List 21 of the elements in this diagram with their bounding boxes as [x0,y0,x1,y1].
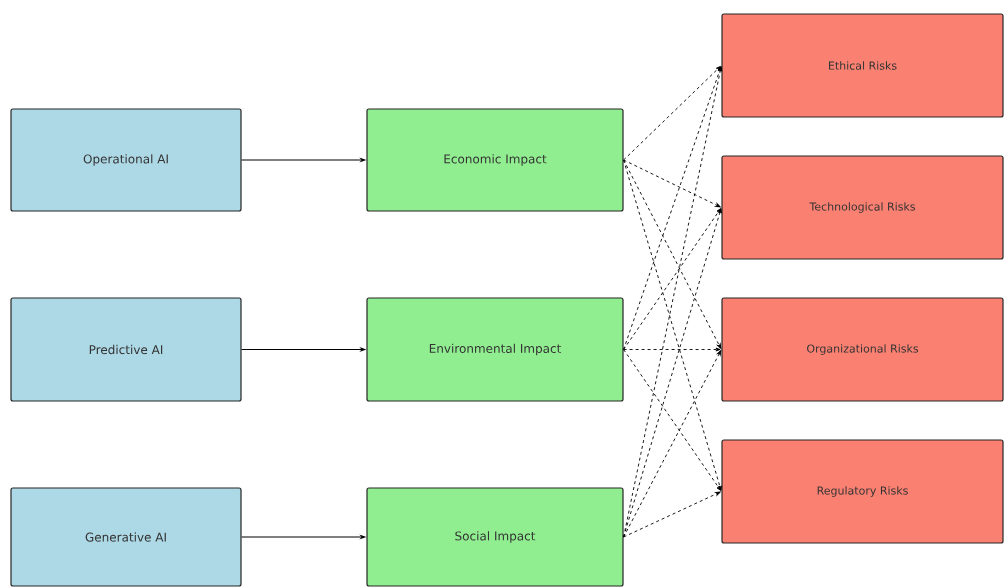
arrow [623,347,721,352]
risk-box: Technological Risks [721,155,1004,260]
impact-box: Environmental Impact [366,297,624,402]
arrow [623,208,722,538]
arrow [623,208,722,350]
arrow [623,349,722,491]
arrow [623,491,721,538]
impact-box: Social Impact [366,487,624,587]
ai-type-box: Operational AI [10,108,242,212]
arrow [623,66,723,538]
arrow [623,159,722,349]
arrow [623,159,721,208]
risk-box: Organizational Risks [721,297,1004,402]
risk-box: Regulatory Risks [721,439,1004,544]
arrow [623,159,722,491]
arrow [623,350,722,538]
ai-type-box: Predictive AI [10,297,242,402]
impact-box: Economic Impact [366,108,624,212]
risk-box: Ethical Risks [721,13,1004,118]
ai-type-box: Generative AI [10,487,242,587]
arrow [623,66,721,161]
